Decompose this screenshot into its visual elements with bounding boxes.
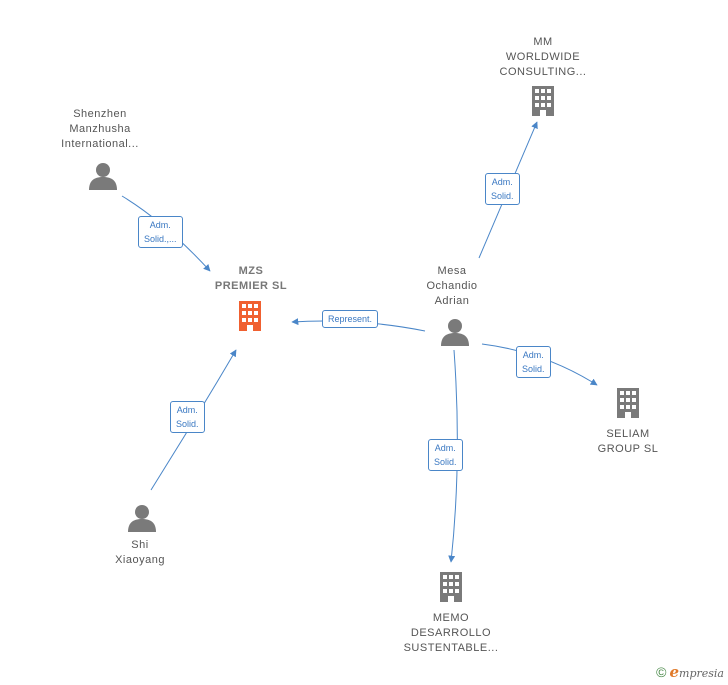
- building-icon-memo: [440, 572, 462, 602]
- footer-branding: ©empresia: [656, 663, 724, 681]
- node-label-shi[interactable]: Shi Xiaoyang: [115, 539, 165, 566]
- node-label-memo[interactable]: MEMO DESARROLLO SUSTENTABLE...: [403, 612, 499, 654]
- node-label-shenzhen[interactable]: Shenzhen Manzhusha International...: [61, 108, 139, 150]
- person-icon-shenzhen: [89, 163, 117, 190]
- copyright-icon: ©: [656, 664, 667, 680]
- building-icon-seliam: [617, 388, 639, 418]
- person-icon-mesa: [441, 319, 469, 346]
- node-label-seliam[interactable]: SELIAM GROUP SL: [597, 428, 659, 455]
- building-icon-mzs: [239, 301, 261, 331]
- person-icon-shi: [128, 505, 156, 532]
- node-label-mm[interactable]: MM WORLDWIDE CONSULTING...: [499, 36, 587, 78]
- edge-label-mesa-memo: Adm. Solid.: [428, 439, 463, 471]
- edge-label-shi-mzs: Adm. Solid.: [170, 401, 205, 433]
- brand-logo[interactable]: empresia: [669, 663, 724, 681]
- node-label-mzs[interactable]: MZS PREMIER SL: [214, 265, 288, 292]
- building-icon-mm: [532, 86, 554, 116]
- edge-label-mesa-mm: Adm. Solid.: [485, 173, 520, 205]
- edge-label-mesa-mzs: Represent.: [322, 310, 379, 328]
- edge-label-mesa-seliam: Adm. Solid.: [516, 346, 551, 378]
- node-label-mesa[interactable]: Mesa Ochandio Adrian: [426, 265, 478, 307]
- edge-label-shenzhen-mzs: Adm. Solid.,...: [138, 216, 183, 248]
